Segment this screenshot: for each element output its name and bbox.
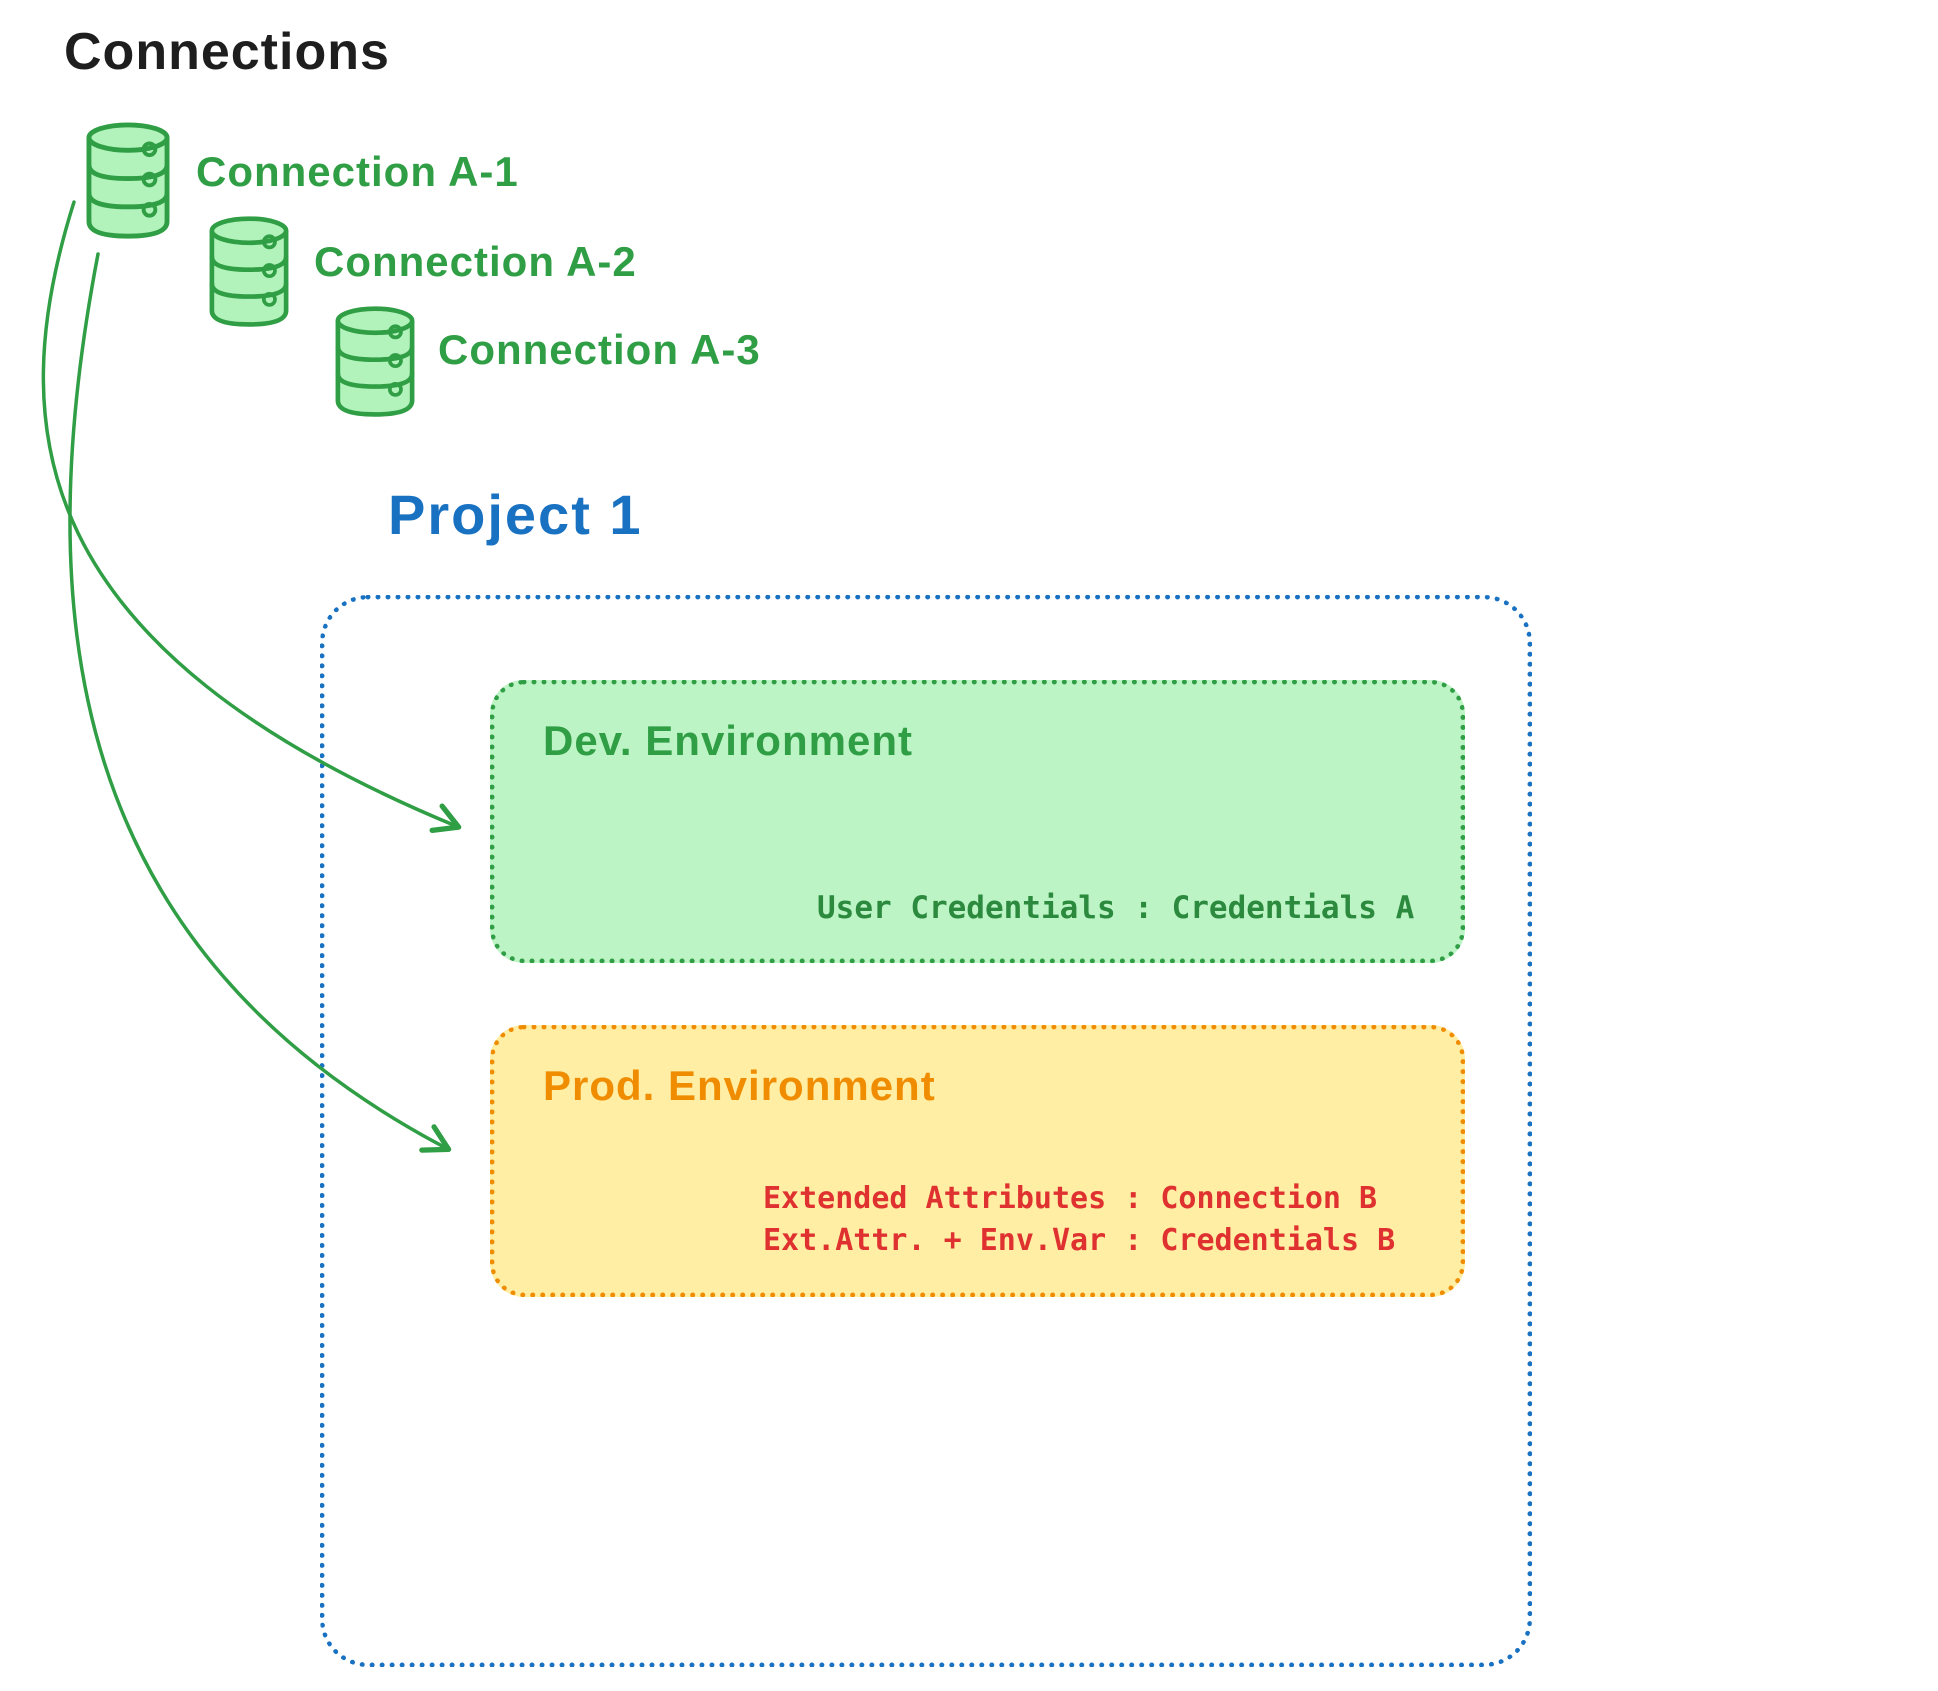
dev-credentials-text: User Credentials : Credentials A [817, 890, 1415, 926]
prod-attributes-line2: Ext.Attr. + Env.Var : Credentials B [763, 1223, 1396, 1258]
connection-a1-label: Connection A-1 [196, 148, 519, 195]
database-icon-connection-a2 [202, 214, 296, 330]
project-title: Project 1 [388, 483, 643, 546]
prod-environment-title: Prod. Environment [543, 1062, 936, 1109]
database-icon-connection-a1 [78, 120, 178, 242]
prod-attributes-text: Extended Attributes : Connection B Ext.A… [763, 1178, 1395, 1262]
dev-environment-title: Dev. Environment [543, 717, 913, 764]
project-container: Dev. Environment User Credentials : Cred… [320, 595, 1532, 1667]
connection-a2-label: Connection A-2 [314, 238, 637, 285]
prod-environment-box: Prod. Environment Extended Attributes : … [490, 1025, 1465, 1297]
prod-attributes-line1: Extended Attributes : Connection B [763, 1181, 1378, 1216]
connections-title: Connections [64, 23, 390, 81]
database-icon-connection-a3 [328, 304, 422, 420]
connection-a3-label: Connection A-3 [438, 326, 761, 373]
dev-environment-box: Dev. Environment User Credentials : Cred… [490, 680, 1465, 963]
